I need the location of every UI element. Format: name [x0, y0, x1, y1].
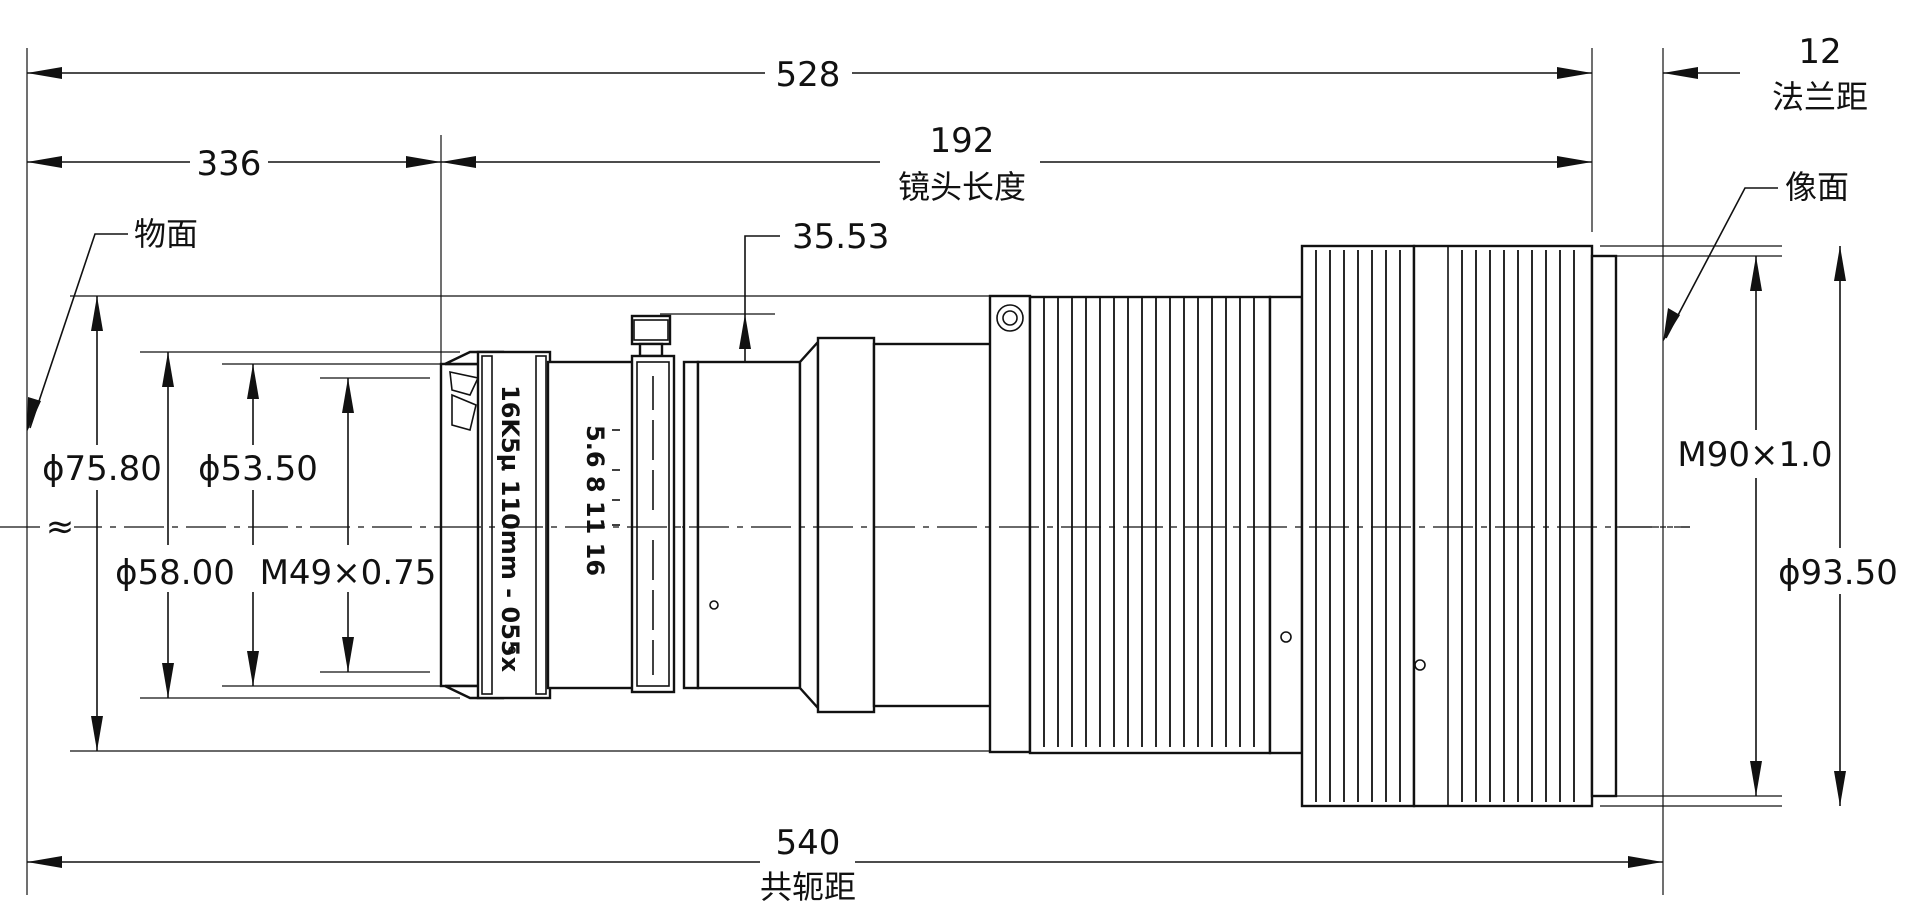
aperture-ticks	[612, 429, 620, 526]
barrel-section-2	[682, 360, 700, 690]
front-thread	[439, 350, 505, 700]
dim-35-53-label: 35.53	[792, 217, 889, 257]
ribbed-tube-a-ribs	[1043, 297, 1255, 747]
ribbed-tube-a	[1028, 295, 1272, 755]
taper-section	[798, 338, 820, 712]
barrel-section-4	[816, 336, 876, 714]
object-plane-leader: 物面	[27, 215, 198, 432]
lens-body: 16K5μ 110mm - 055x 5.6 8 11 16	[439, 244, 1618, 808]
aperture-scale: 5.6 8 11 16	[581, 425, 609, 576]
axis-break: ≈	[44, 507, 74, 547]
barrel-section-3	[696, 360, 802, 690]
dim-dia-58-00: ϕ58.00	[115, 352, 235, 698]
dim-thread-m49-label: M49×0.75	[260, 553, 437, 593]
dim-thread-m90: M90×1.0	[1677, 256, 1833, 796]
dim-dia-58-00-label: ϕ58.00	[115, 553, 235, 593]
dim-12: 12 法兰距	[1663, 32, 1868, 116]
flange-distance-label: 法兰距	[1772, 78, 1868, 116]
axis-break-mark: ≈	[46, 507, 75, 547]
aperture-ring	[630, 354, 676, 694]
dim-528-label: 528	[776, 55, 841, 95]
dim-336: 336	[27, 144, 441, 184]
dim-192: 192 镜头长度	[441, 121, 1592, 206]
image-plane-label: 像面	[1785, 168, 1849, 206]
focus-ring: 16K5μ 110mm - 055x	[476, 350, 552, 700]
screw-hole-1	[709, 600, 719, 610]
screw-hole-3	[1414, 659, 1426, 671]
image-plane-leader: 像面	[1663, 168, 1849, 342]
lens-length-label: 镜头长度	[898, 168, 1026, 206]
barrel-section-1	[546, 360, 640, 690]
screw-hole-2	[1280, 631, 1292, 643]
ribbed-tube-b	[1300, 244, 1416, 808]
ribbed-tube-c	[1412, 244, 1594, 808]
spacer-ring	[1268, 295, 1304, 755]
dim-192-label: 192	[930, 121, 995, 161]
rear-thread	[1590, 254, 1618, 798]
set-screw-inner	[1002, 310, 1018, 326]
dim-540: 540 共轭距	[27, 823, 1663, 906]
dim-528: 528	[27, 55, 1592, 95]
dim-thread-m90-label: M90×1.0	[1677, 435, 1832, 475]
engraving-model-line: 16K5μ 110mm - 055x	[496, 385, 524, 673]
dim-12-label: 12	[1798, 32, 1841, 72]
dim-dia-75-80: ϕ75.80	[42, 296, 162, 751]
dim-dia-53-50-label: ϕ53.50	[198, 449, 318, 489]
dim-336-label: 336	[197, 144, 262, 184]
extension-lines	[26, 48, 1782, 895]
object-plane-label: 物面	[134, 215, 198, 253]
collar	[988, 294, 1032, 754]
dim-dia-53-50: ϕ53.50	[198, 364, 318, 686]
dim-dia-75-80-label: ϕ75.80	[42, 449, 162, 489]
dim-thread-m49: M49×0.75	[260, 378, 437, 672]
barrel-section-5	[872, 342, 994, 708]
dim-dia-93-50-label: ϕ93.50	[1778, 553, 1898, 593]
dim-540-label: 540	[776, 823, 841, 863]
aperture-knob	[630, 314, 672, 358]
conjugate-distance-label: 共轭距	[760, 868, 856, 906]
set-screw-outer	[996, 304, 1024, 332]
dim-dia-93-50: ϕ93.50	[1778, 246, 1898, 806]
